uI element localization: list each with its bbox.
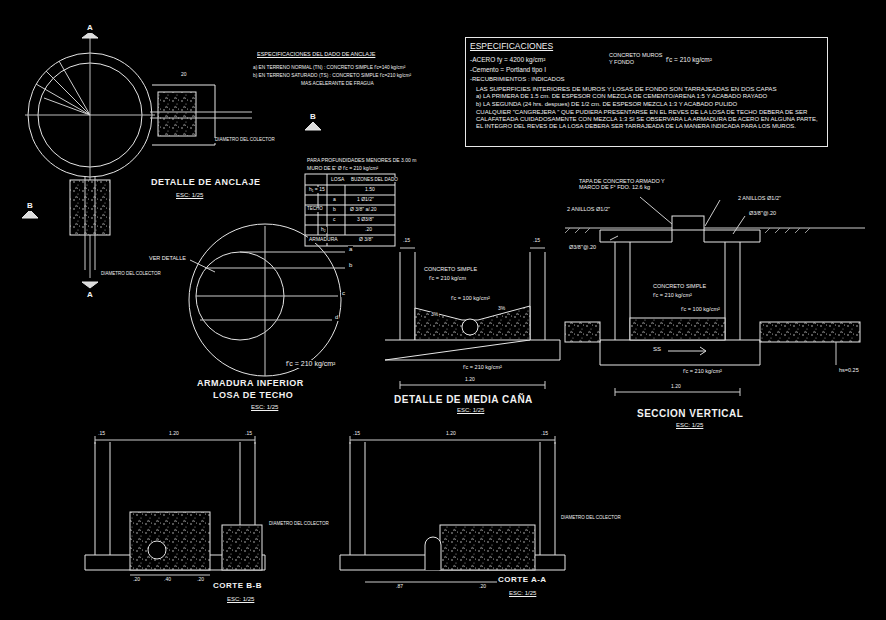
drawing-label: f'c = 100 kg/cm² [450, 295, 491, 301]
drawing-label: ARMADURA [308, 237, 339, 243]
drawing-label: .20 [196, 577, 205, 583]
drawing-label: DIAMETRO DEL COLECTOR [268, 522, 330, 527]
drawing-label: .15 [244, 431, 253, 437]
drawing-label: CONCRETO SIMPLE [652, 283, 707, 289]
view-title: ARMADURA INFERIOR [196, 379, 305, 389]
view-title: B [309, 113, 317, 122]
drawing-label: 2 ANILLOS Ø1/2" [566, 206, 611, 212]
drawing-label: c [332, 217, 337, 223]
drawing-label: DIAMETRO DEL COLECTOR [100, 272, 162, 277]
drawing-label: ESC: 1/25 [675, 422, 704, 429]
spec-text: b) LA SEGUNDA (24 hrs. despues) DE 1/2 c… [476, 101, 737, 108]
drawing-label: .20 [132, 577, 141, 583]
drawing-label: DIAMETRO DEL COLECTOR [560, 516, 622, 521]
drawing-label: b [348, 262, 353, 269]
drawing-label: 3 Ø3/8" [356, 217, 375, 223]
drawing-label: f'c = 210 kg/cm² [652, 292, 693, 298]
drawing-label: a) EN TERRENO NORMAL (TN) : CONCRETO SIM… [252, 65, 406, 70]
drawing-label: MAS ACELERANTE DE FRAGUA [300, 81, 375, 86]
drawing-label: .15 [97, 431, 106, 437]
drawing-label: .15 [540, 431, 549, 437]
drawing-label: Ø 3/8" [358, 237, 374, 243]
drawing-label: f'c = 210 kg/cm [428, 275, 467, 281]
drawing-label: h₁ = 15 [308, 187, 326, 193]
drawing-label: b) EN TERRENO SATURADO (TS) : CONCRETO S… [252, 73, 412, 78]
spec-heading: ESPECIFICACIONES [470, 41, 553, 51]
drawing-label: .15 [402, 238, 411, 244]
drawing-label: .20 [364, 227, 373, 233]
drawing-label: SS [652, 346, 662, 353]
drawing-label: ESC: 1/25 [226, 596, 255, 603]
drawing-label: 3% [430, 312, 439, 318]
view-title: CORTE B-B [212, 582, 263, 591]
drawing-label: DIAMETRO DEL COLECTOR [214, 138, 276, 143]
view-title: A [86, 291, 94, 300]
drawing-label: .15 [532, 238, 541, 244]
view-title: A [86, 24, 94, 33]
drawing-label: h₂ [320, 227, 327, 233]
drawing-label: ESC: 1/25 [250, 404, 279, 411]
drawing-label: 1 Ø1/2" [356, 197, 375, 203]
drawing-label: .15 [352, 431, 361, 437]
drawing-label: VER DETALLE [148, 255, 187, 261]
spec-text: CUALQUIER "CANGREJERA " QUE PUDIERA PRES… [476, 109, 821, 131]
drawing-label: Ø3/8"@.20 [568, 244, 597, 250]
spec-text: CONCRETO MUROS Y FONDO [609, 52, 663, 65]
drawing-label: f'c = 210 kg/cm² [462, 364, 503, 370]
view-title: CORTE A-A [497, 576, 548, 585]
view-title: SECCION VERTICAL [636, 408, 744, 419]
drawing-label: d [334, 314, 339, 321]
drawing-label: 1.20 [445, 431, 457, 437]
drawing-label: f'c = 100 kg/cm² [680, 306, 721, 312]
view-title: DETALLE DE MEDIA CAÑA [393, 394, 534, 405]
drawing-label: 1.20 [168, 431, 180, 437]
drawing-label: a [348, 246, 353, 253]
drawing-label: f'c = 210 kg/cm² [682, 368, 723, 374]
drawing-label: a [332, 197, 337, 203]
drawing-label: MURO DE E' Ø f'c = 210 kg/cm² [306, 166, 379, 172]
spec-text: -Cemento = Portland tipo I [470, 66, 546, 74]
drawing-label: 1.50 [364, 187, 376, 193]
drawing-label: ESC: 1/25 [175, 192, 204, 199]
view-title: LOSA DE TECHO [212, 391, 294, 401]
drawing-label: .87 [395, 584, 404, 590]
drawing-label: c [341, 290, 346, 297]
drawing-label: b [332, 207, 337, 213]
drawing-label: ESPECIFICACIONES DEL DADO DE ANCLAJE [256, 51, 376, 57]
drawing-label: 1.20 [670, 384, 682, 390]
drawing-label: 1.20 [464, 377, 476, 383]
drawing-label: 20 [180, 72, 188, 78]
view-title: B [26, 202, 34, 211]
drawing-label: 3% [497, 306, 506, 312]
spec-text: f'c = 210 kg/cm² [666, 56, 712, 64]
drawing-label: .20 [478, 584, 487, 590]
spec-text: -RECUBRIMIENTOS : INDICADOS [470, 76, 565, 83]
drawing-label: 2 ANILLOS Ø1/2" [737, 195, 782, 201]
drawing-label: f'c = 210 kg/cm² [285, 360, 336, 368]
drawing-label: LOSA [330, 177, 345, 183]
drawing-label: BUZONES DEL DADO [350, 177, 399, 182]
spec-box: ESPECIFICACIONES -ACERO fy = 4200 kg/cm² C… [465, 37, 828, 147]
drawing-label: Ø3/8"@.20 [748, 210, 777, 216]
drawing-label: ESC: 1/25 [456, 407, 485, 414]
spec-text: LAS SUPERFICIES INTERIORES DE MUROS Y LO… [476, 85, 777, 92]
drawing-label: CONCRETO SIMPLE [423, 266, 478, 272]
drawing-label: .40 [163, 577, 172, 583]
drawing-label: hs=0.25 [838, 367, 860, 373]
spec-text: a) LA PRIMERA DE 1.5 cm. DE ESPESOR CON … [476, 93, 767, 100]
spec-text: -ACERO fy = 4200 kg/cm² [470, 56, 545, 64]
view-title: DETALLE DE ANCLAJE [150, 178, 262, 188]
drawing-label: ESC: 1/25 [508, 590, 537, 597]
drawing-label: Ø 3/8" a/.20 [349, 207, 378, 213]
drawing-label: TECHO [306, 207, 324, 212]
drawing-label: PARA PROFUNDIDADES MENORES DE 3.00 m [306, 158, 417, 164]
drawing-label: TAPA DE CONCRETO ARMADO Y MARCO DE F° FD… [578, 178, 676, 190]
